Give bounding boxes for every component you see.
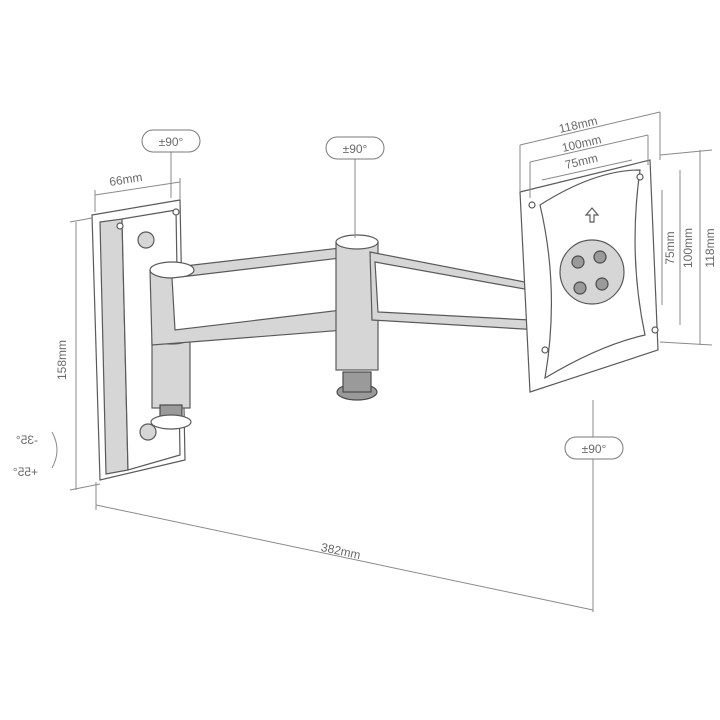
dimension-lines (51, 111, 713, 612)
reach-382-label: 382mm (320, 540, 362, 562)
rotation-badge-top-middle: ±90° (325, 136, 385, 160)
tilt-down-label: +55° (13, 465, 38, 479)
vesa-118-vertical-label: 118mm (703, 228, 717, 267)
height-158-label: 158mm (55, 340, 69, 380)
swing-arm (149, 234, 541, 401)
rotation-label-top-left: ±90° (159, 135, 184, 149)
vesa-75-vertical-label: 75mm (663, 231, 677, 264)
rotation-badge-top-left: ±90° (141, 129, 201, 153)
vesa-100-vertical-label: 100mm (681, 228, 695, 268)
rotation-badge-bottom-right: ±90° (564, 436, 624, 460)
tilt-up-label: -35° (16, 433, 38, 447)
vesa-plate (519, 159, 659, 393)
vesa-100-horizontal-label: 100mm (561, 132, 603, 155)
rotation-label-top-middle: ±90° (343, 142, 368, 156)
width-66-label: 66mm (108, 170, 143, 189)
vesa-118-horizontal-label: 118mm (558, 113, 599, 135)
rotation-label-bottom-right: ±90° (582, 442, 607, 456)
